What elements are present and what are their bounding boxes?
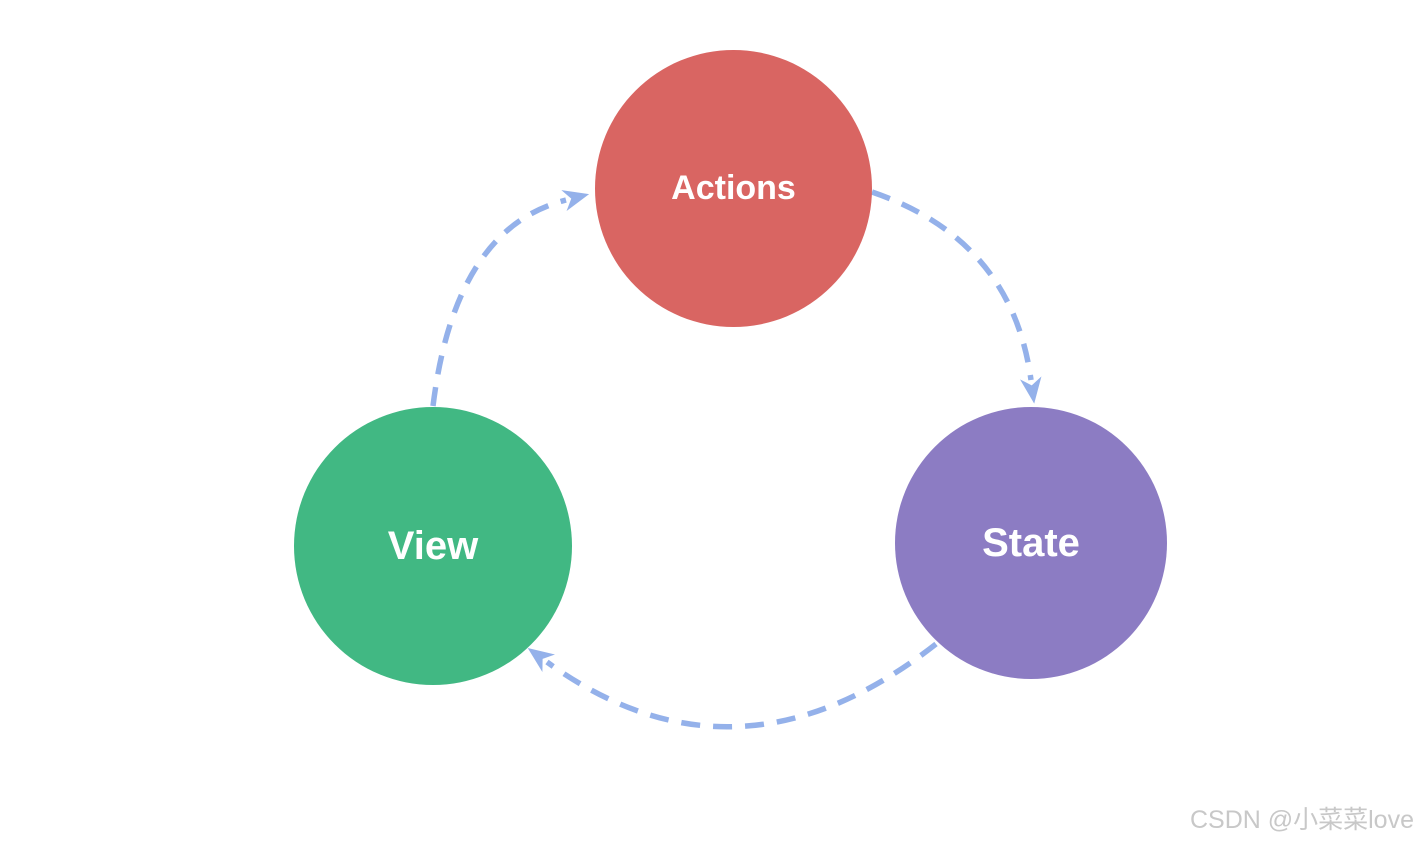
arrow-view-to-actions [430,190,590,407]
node-actions-label: Actions [671,169,796,207]
node-view: View [294,407,572,685]
arrow-actions-to-state [871,189,1042,404]
node-view-label: View [387,523,479,568]
node-state: State [895,407,1167,679]
node-state-label: State [982,520,1080,565]
node-actions: Actions [595,50,872,327]
watermark-text: CSDN @小菜菜love [1189,806,1414,834]
arrow-state-to-view [527,641,938,730]
